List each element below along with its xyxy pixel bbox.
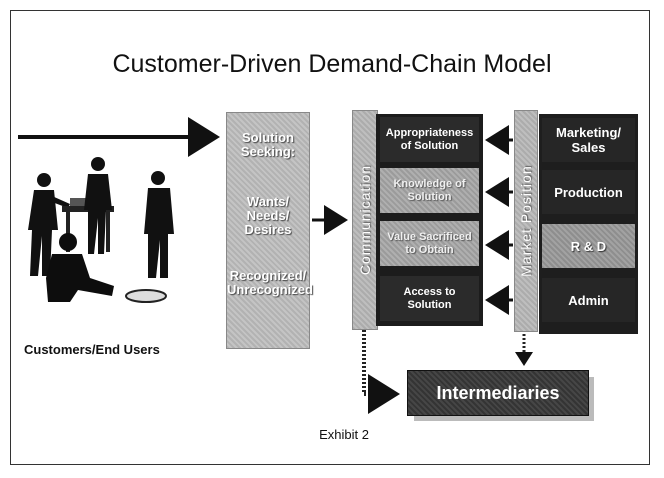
market-position-label: Market Position — [518, 165, 534, 277]
person-icon — [28, 173, 70, 276]
wants-line3: Desires — [244, 222, 292, 237]
function-marketing-sales: Marketing/Sales — [542, 118, 635, 162]
function-rd: R & D — [542, 224, 635, 268]
intermediaries-box: Intermediaries — [407, 370, 589, 416]
wants-line2: Needs/ — [246, 208, 290, 223]
customers-label: Customers/End Users — [24, 342, 160, 357]
communication-label: Communication — [357, 164, 373, 276]
basin-icon — [125, 289, 167, 303]
communication-bar: Communication — [352, 110, 378, 330]
solution-seeking-box: Solution Seeking: Wants/ Needs/ Desires … — [226, 112, 313, 349]
solution-heading-line1: Solution — [242, 130, 294, 145]
wants-line1: Wants/ — [246, 194, 290, 209]
person-icon — [144, 171, 174, 278]
function-production: Production — [542, 170, 635, 214]
functions-panel: Marketing/Sales Production R & D Admin — [539, 114, 638, 334]
person-icon — [84, 157, 112, 254]
customers-illustration — [28, 157, 174, 303]
seated-person-icon — [46, 233, 114, 302]
diagram-title: Customer-Driven Demand-Chain Model — [112, 50, 552, 78]
recognized-line2: Unrecognized — [227, 282, 313, 297]
function-admin: Admin — [542, 278, 635, 322]
market-position-bar: Market Position — [514, 110, 538, 332]
recognized-line1: Recognized/ — [229, 268, 307, 283]
exhibit-caption: Exhibit 2 — [319, 427, 369, 442]
solution-heading-line2: Seeking: — [240, 144, 296, 159]
